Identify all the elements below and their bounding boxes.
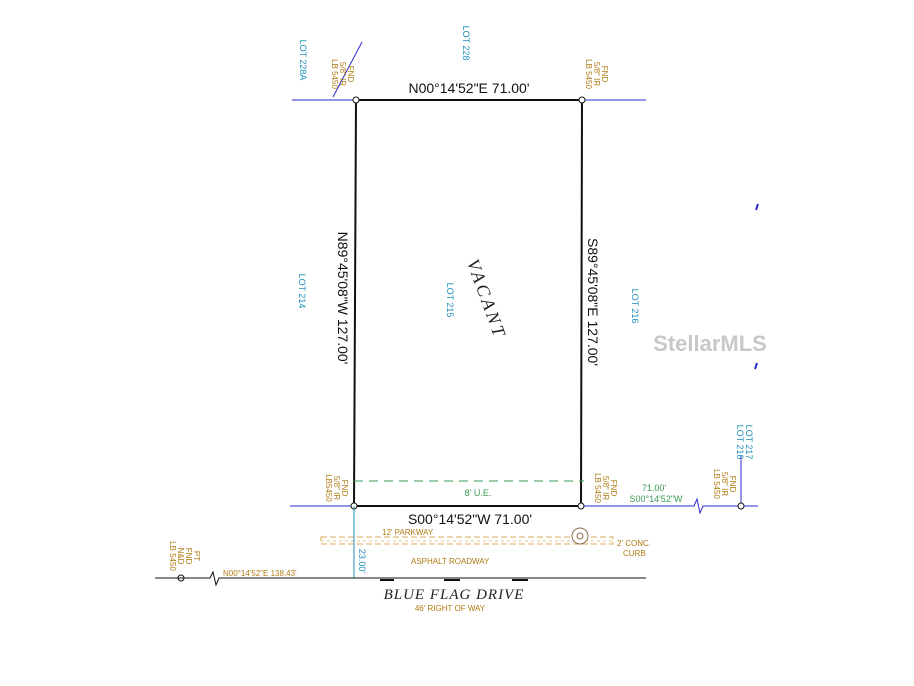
- ne-lb: LB 5450: [584, 59, 593, 89]
- south-bearing-label: S00°14'52"W 71.00': [408, 511, 532, 527]
- lot-216-label: LOT 216: [630, 289, 640, 324]
- ne-fnd: FND: [600, 66, 609, 83]
- right-of-way-label: 46' RIGHT OF WAY: [415, 604, 486, 613]
- utility-icon: [571, 527, 589, 545]
- se-fnd: FND: [609, 480, 618, 497]
- lot-214-label: LOT 214: [297, 274, 307, 309]
- monument-note-pt: PT FND N&D LB 5450: [168, 541, 201, 571]
- curb-label-1: 2' CONC.: [617, 539, 651, 548]
- monument-ne: [578, 96, 586, 104]
- sw-lb: LB5450: [324, 474, 333, 502]
- road-centerline: [155, 570, 646, 587]
- east-bearing-label: S89°45'08"E 127.00': [585, 238, 601, 366]
- lot-217-label: LOT 217: [744, 425, 754, 460]
- monument-note-nw: FND 5/8" IR LB 5450: [330, 59, 355, 89]
- nw-lb: LB 5450: [330, 59, 339, 89]
- lot-228a-divider: [332, 41, 363, 98]
- north-bearing-label: N00°14'52"E 71.00': [408, 80, 529, 96]
- asphalt-label: ASPHALT ROADWAY: [411, 557, 490, 566]
- monument-lot-217: [737, 502, 745, 510]
- se-lb: LB 5450: [593, 473, 602, 503]
- monument-se: [577, 502, 585, 510]
- curb-label-2: CURB: [623, 549, 646, 558]
- sw-fnd: FND: [340, 480, 349, 497]
- lot-216-east-label: LOT 216: [735, 425, 745, 460]
- nw-iron: 5/8" IR: [338, 62, 347, 86]
- lot-215-label: LOT 215: [445, 283, 455, 318]
- monument-nw: [352, 96, 360, 104]
- monument-note-lot-217: FND 5/8" IR LB 5450: [712, 469, 737, 499]
- vacant-label: VACANT: [463, 256, 510, 341]
- offset-label: 23.00': [357, 549, 367, 574]
- ne-iron: 5/8" IR: [592, 62, 601, 86]
- right-distance-label: 71.00': [642, 483, 667, 493]
- easement-label: 8' U.E.: [465, 488, 492, 498]
- pt-lb: LB 5450: [168, 541, 177, 571]
- e-iron: 5/8" IR: [720, 472, 729, 496]
- right-bearing-label: S00°14'52"W: [629, 494, 683, 504]
- monument-note-ne: FND 5/8" IR LB 5450: [584, 59, 609, 89]
- lot-228a-label: LOT 228A: [298, 40, 308, 81]
- se-iron: 5/8" IR: [601, 476, 610, 500]
- edge-mark-2: [754, 362, 758, 370]
- nw-fnd: FND: [346, 66, 355, 83]
- monument-note-se: FND 5/8" IR LB 5450: [593, 473, 618, 503]
- e-lb: LB 5450: [712, 469, 721, 499]
- tie-label: N00°14'52"E 138.43': [223, 569, 297, 578]
- lot-228-label: LOT 228: [461, 26, 471, 61]
- pt-nd: N&D: [176, 548, 185, 565]
- pt-label: PT: [192, 551, 201, 561]
- street-name-label: BLUE FLAG DRIVE: [384, 587, 525, 603]
- parkway-label: 12' PARKWAY: [382, 528, 434, 537]
- sw-iron: 5/8" IR: [332, 476, 341, 500]
- parcel-boundary: [352, 99, 584, 507]
- utility-icon-inner: [576, 532, 584, 540]
- stellarmls-watermark: StellarMLS: [653, 331, 767, 356]
- south-lot-line-east: [581, 497, 758, 515]
- pt-fnd: FND: [184, 548, 193, 565]
- monument-note-sw: FND 5/8" IR LB5450: [324, 474, 349, 502]
- west-bearing-label: N89°45'08"W 127.00': [335, 232, 351, 365]
- e-fnd: FND: [728, 476, 737, 493]
- edge-mark-1: [755, 203, 759, 211]
